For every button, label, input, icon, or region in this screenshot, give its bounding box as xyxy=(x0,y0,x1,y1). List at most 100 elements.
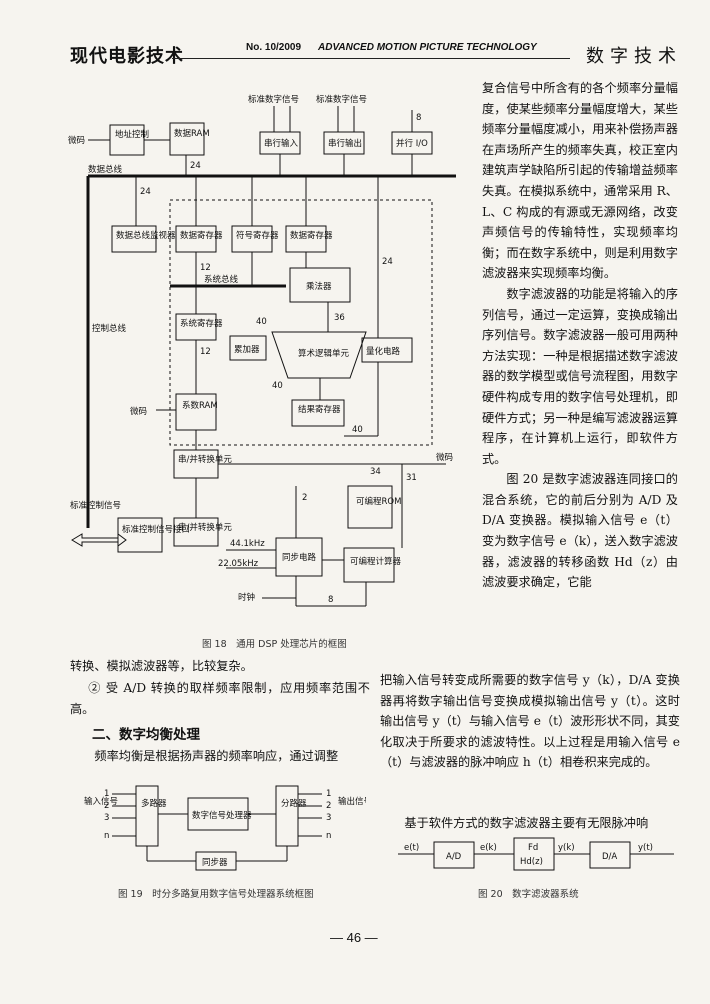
demux-block xyxy=(275,785,299,847)
data-reg-label: 数据寄存器 xyxy=(290,230,333,241)
paragraph: 频率均衡是根据扬声器的频率响应，通过调整 xyxy=(94,749,339,763)
channel-label: 3 xyxy=(326,813,331,823)
multiplier-label: 乘法器 xyxy=(306,281,332,292)
fig19-output-label: 输出信号 xyxy=(338,796,366,807)
signal-yk: y(k) xyxy=(558,843,575,853)
width-label: 2 xyxy=(302,493,307,503)
right-column: 复合信号中所含有的各个频率分量幅度，使某些频率分量幅度增大，某些频率分量幅度减小… xyxy=(482,78,678,593)
paragraph: 图 20 是数字滤波器连同接口的混合系统，它的前后分别为 A/D 及 D/A 变… xyxy=(482,472,678,590)
data-bus-monitor-block xyxy=(111,225,157,253)
addr-ctrl-label: 地址控制 xyxy=(115,129,149,140)
sync-label: 同步器 xyxy=(202,858,228,868)
fig19-diagram: 输入信号 1 2 3 n 多路器 数字信号处理器 分路器 1 2 3 n 输出信… xyxy=(84,785,366,871)
prog-calc-label: 可编程计算器 xyxy=(350,556,402,567)
signal-ek: e(k) xyxy=(480,843,497,853)
section-title: 二、数字均衡处理 xyxy=(92,727,200,743)
fig20-caption: 图 20 数字滤波器系统 xyxy=(478,889,579,900)
paragraph: 转换、模拟滤波器等，比较复杂。 xyxy=(70,659,253,673)
section-name: 数字技术 xyxy=(586,46,682,67)
issue-number: No. 10/2009 xyxy=(246,42,302,53)
header-rule xyxy=(172,58,570,59)
width-label: 12 xyxy=(200,263,211,273)
prog-calc-block xyxy=(343,547,395,583)
std-digital-signal-label: 标准数字信号 xyxy=(316,94,367,105)
prog-rom-block xyxy=(347,485,393,529)
fig18-caption: 图 18 通用 DSP 处理芯片的框图 xyxy=(202,639,347,650)
freq1-label: 44.1kHz xyxy=(230,539,265,549)
paragraph: ② 受 A/D 转换的取样频率限制，应用频率范围不高。 xyxy=(70,681,370,716)
microcode-label: 微码 xyxy=(130,406,147,417)
coef-ram-block xyxy=(175,393,217,431)
ad-block xyxy=(433,841,475,869)
paragraph: 把输入信号转变成所需要的数字信号 y（k），D/A 变换器再将数字输出信号变换成… xyxy=(380,673,680,770)
channel-label: 2 xyxy=(104,801,109,811)
mux-label: 多路器 xyxy=(141,798,167,809)
da-label: D/A xyxy=(602,852,617,862)
ad-label: A/D xyxy=(446,852,462,862)
parallel-io-label: 并行 I/O xyxy=(396,138,428,149)
control-bus-label: 控制总线 xyxy=(92,323,127,334)
width-label: 40 xyxy=(272,381,283,391)
prog-rom-label: 可编程ROM xyxy=(356,496,401,507)
std-ctrl-if-block xyxy=(117,517,163,553)
symbol-reg-label: 符号寄存器 xyxy=(236,230,279,241)
bidirectional-arrow-icon xyxy=(71,533,127,547)
paragraph: 基于软件方式的数字滤波器主要有无限脉冲响 xyxy=(404,816,649,830)
demux-label: 分路器 xyxy=(281,798,307,809)
std-digital-signal-label: 标准数字信号 xyxy=(248,94,299,105)
data-reg-label: 数据寄存器 xyxy=(180,230,223,241)
coef-ram-label: 系数RAM xyxy=(182,400,218,411)
paragraph: 数字滤波器的功能是将输入的序列信号，通过一定运算，变换成输出序列信号。数字滤波器… xyxy=(482,286,678,466)
signal-yt: y(t) xyxy=(638,843,653,853)
dsp-label: 数字信号处理器 xyxy=(192,810,252,821)
data-ram-block xyxy=(169,122,205,156)
system-bus-label: 系统总线 xyxy=(204,274,239,285)
serial-in-label: 串行输入 xyxy=(264,138,299,149)
width-label: 24 xyxy=(140,187,151,197)
hdz-label: Hd(z) xyxy=(520,857,543,867)
width-label: 34 xyxy=(370,467,381,477)
result-reg-label: 结果寄存器 xyxy=(298,404,341,415)
width-label: 8 xyxy=(416,113,421,123)
sync-label: 同步电路 xyxy=(282,552,317,563)
fig18-diagram: 数据总线 控制总线 微码 地址控制 数据RAM 24 标准数字信号 标准数字信号… xyxy=(68,94,456,607)
alu-block xyxy=(271,331,367,379)
channel-label: 1 xyxy=(104,789,109,799)
accumulator-block xyxy=(229,335,267,361)
chip-boundary xyxy=(169,199,433,446)
data-bus-monitor-label: 数据总线监视器 xyxy=(116,230,176,241)
sp-unit-label: 串/并转换单元 xyxy=(178,454,232,465)
width-label: 40 xyxy=(256,317,267,327)
fig20-diagram: e(t) A/D e(k) Fd Hd(z) y(k) D/A y(t) xyxy=(398,837,674,871)
mux-block xyxy=(135,785,159,847)
sync-block xyxy=(275,537,323,577)
width-label: 12 xyxy=(200,347,211,357)
channel-label: n xyxy=(326,831,331,841)
width-label: 8 xyxy=(328,595,333,605)
channel-label: 1 xyxy=(326,789,331,799)
sp-unit-label: 串/并转换单元 xyxy=(178,522,232,533)
paragraph: 复合信号中所含有的各个频率分量幅度，使某些频率分量幅度增大，某些频率分量幅度减小… xyxy=(482,81,678,281)
data-ram-label: 数据RAM xyxy=(174,128,210,139)
accumulator-label: 累加器 xyxy=(234,344,260,355)
data-bus-label: 数据总线 xyxy=(88,164,123,175)
microcode-label: 微码 xyxy=(68,135,85,146)
clock-label: 时钟 xyxy=(238,592,255,603)
std-ctrl-signal-label: 标准控制信号 xyxy=(70,500,121,511)
serial-out-label: 串行输出 xyxy=(328,138,362,149)
quantizer-block xyxy=(361,337,413,363)
fig19-input-label: 输入信号 xyxy=(84,796,118,807)
alu-label: 算术逻辑单元 xyxy=(298,348,350,359)
width-label: 31 xyxy=(406,473,417,483)
channel-label: n xyxy=(104,831,109,841)
multiplier-block xyxy=(289,267,351,303)
journal-title-en: ADVANCED MOTION PICTURE TECHNOLOGY xyxy=(318,42,537,53)
quantizer-label: 量化电路 xyxy=(366,346,401,357)
fd-label: Fd xyxy=(528,843,538,853)
page-number: — 46 — xyxy=(330,930,378,945)
width-label: 24 xyxy=(190,161,201,171)
width-label: 36 xyxy=(334,313,345,323)
width-label: 40 xyxy=(352,425,363,435)
result-reg-block xyxy=(291,399,345,427)
fig19-caption: 图 19 时分多路复用数字信号处理器系统框图 xyxy=(118,889,314,900)
